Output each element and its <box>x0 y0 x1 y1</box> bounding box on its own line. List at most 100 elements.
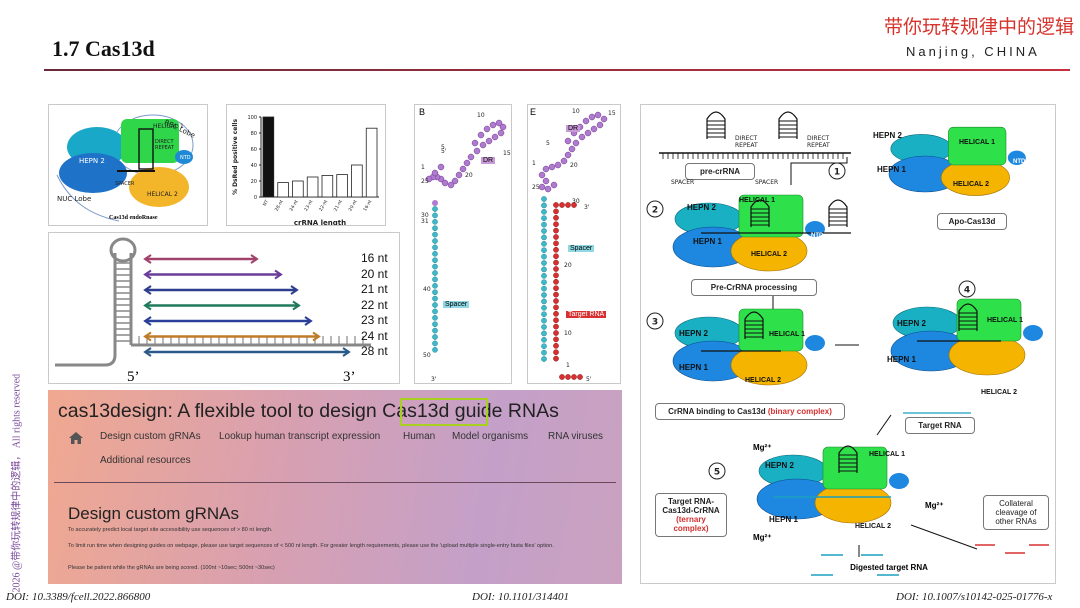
hairpin-outline <box>778 111 798 139</box>
step-3-circle <box>646 312 664 330</box>
nucleotide-spacer <box>432 276 438 283</box>
ntd-domain <box>1023 325 1043 341</box>
hepn1-label: HEPN 2 <box>79 157 105 165</box>
c4-hepn2-label: HEPN 2 <box>897 319 926 328</box>
nucleotide-spacer <box>432 206 438 212</box>
c2-hepn2-label: HEPN 2 <box>687 203 716 212</box>
y-tick-label: 100 <box>247 115 257 121</box>
length-label: 20 nt <box>361 266 388 281</box>
nav-design-custom[interactable]: Design custom gRNAs <box>100 431 201 442</box>
nucleotide-dr <box>489 121 497 129</box>
c3-helical2-label: HELICAL 2 <box>745 377 782 384</box>
x-tick-label: 23-nt <box>303 199 314 213</box>
nucleotide-spacer <box>432 295 438 302</box>
nucleotide-dr <box>560 157 568 165</box>
arrowhead-left <box>143 269 152 280</box>
arrowhead-right <box>312 331 321 342</box>
bar-24-nt <box>292 180 304 198</box>
bar-23-nt <box>306 176 319 198</box>
x-tick-label: 16-nt <box>362 199 373 213</box>
nucleotide-dr <box>542 165 550 173</box>
nucleotide-dr <box>544 185 552 193</box>
nav-model-organisms[interactable]: Model organisms <box>452 431 529 442</box>
arrowhead-left <box>143 347 152 357</box>
c5-ntd-label: NTD <box>907 485 920 491</box>
mg-label-1: Mg²⁺ <box>753 443 772 452</box>
side-watermark: 2026 @带你玩转规律中的逻辑， All rights reserved <box>11 373 23 593</box>
nucleotide-spacer <box>541 260 547 266</box>
length-label: 23 nt <box>361 313 388 327</box>
doi-right: DOI: 10.1007/s10142-025-01776-x <box>896 591 1053 603</box>
nucleotide-target <box>553 240 559 247</box>
nucleotide-dr <box>485 137 493 145</box>
nucleotide-target <box>553 317 559 324</box>
nucleotide-dr <box>441 179 449 187</box>
nucleotide-spacer <box>541 234 547 241</box>
nucleotide-target <box>571 202 577 208</box>
nucleotide-target <box>553 349 559 356</box>
five-prime-label: 5’ <box>127 369 140 384</box>
helical1-domain <box>738 194 804 238</box>
nucleotide-spacer <box>432 263 438 270</box>
apo-helical2-label: HELICAL 2 <box>953 181 990 188</box>
design-heading: Design custom gRNAs <box>68 504 240 523</box>
nucleotide-dr <box>451 177 459 185</box>
arrowhead-left <box>143 316 152 326</box>
y-tick-label: 20 <box>251 179 257 185</box>
direct-repeat-label-2: DIRECT REPEAT <box>807 135 830 149</box>
nucleotide-spacer <box>541 196 547 202</box>
home-icon[interactable] <box>68 431 84 450</box>
c3-ntd-label: NTD <box>809 355 822 361</box>
nucleotide-target <box>553 355 559 362</box>
x-tick-label: 21-nt <box>333 199 344 213</box>
nucleotide-spacer <box>541 324 547 330</box>
nucleotide-spacer <box>541 253 547 260</box>
hairpin-outline <box>958 303 978 331</box>
nucleotide-dr <box>572 139 580 147</box>
nav-lookup-expression[interactable]: Lookup human transcript expression <box>219 431 381 442</box>
nucleotide-target <box>553 202 559 208</box>
x-tick-label: 28-nt <box>274 199 285 213</box>
nucleotide-dr <box>479 141 487 149</box>
apo-cas13d <box>888 126 1026 196</box>
c5-hepn2-label: HEPN 2 <box>765 461 794 470</box>
nav-rna-viruses[interactable]: RNA viruses <box>548 431 604 442</box>
nav-additional-resources[interactable]: Additional resources <box>100 455 191 466</box>
y-tick-label: 0 <box>254 195 257 201</box>
nucleotide-target <box>553 272 559 279</box>
binary-text: (binary complex) <box>767 407 832 416</box>
c4-hepn1-label: HEPN 1 <box>887 355 916 364</box>
arrowhead-right <box>290 285 299 295</box>
hairpin-outline <box>750 199 770 227</box>
info-line-3: Please be patient while the gRNAs are be… <box>68 565 275 571</box>
nucleotide-dr <box>459 165 467 173</box>
apo-hepn2-label: HEPN 2 <box>873 131 902 140</box>
length-label: 21 nt <box>361 282 388 296</box>
released-hairpin <box>828 199 848 227</box>
arrowhead-left <box>143 254 152 264</box>
bar-28-nt <box>277 182 289 198</box>
crrna-length-illustration <box>55 237 371 367</box>
position-label: 50 <box>423 352 431 359</box>
nucleotide-dr <box>477 131 485 139</box>
x-tick-label: 22-nt <box>318 199 329 213</box>
complex-step3 <box>672 308 825 386</box>
pre-processing-label: Pre-CrRNA processing <box>691 279 817 296</box>
crrna-hairpin-5 <box>838 445 858 473</box>
position-label: 20 <box>570 162 578 169</box>
nav-human[interactable]: Human <box>403 431 436 442</box>
x-axis-title: crRNA length <box>294 219 346 226</box>
nucleotide-spacer <box>432 282 438 289</box>
nucleotide-spacer <box>432 257 438 264</box>
x-tick-label: NT <box>262 199 270 208</box>
nucleotide-dr <box>564 137 572 145</box>
nucleotide-dr <box>554 161 562 169</box>
nucleotide-spacer <box>432 340 438 347</box>
nucleotide-target <box>553 336 559 343</box>
nucleotide-dr <box>497 129 505 137</box>
nucleotide-target <box>559 202 565 208</box>
info-line-1: To accurately predict local target site … <box>68 527 273 533</box>
